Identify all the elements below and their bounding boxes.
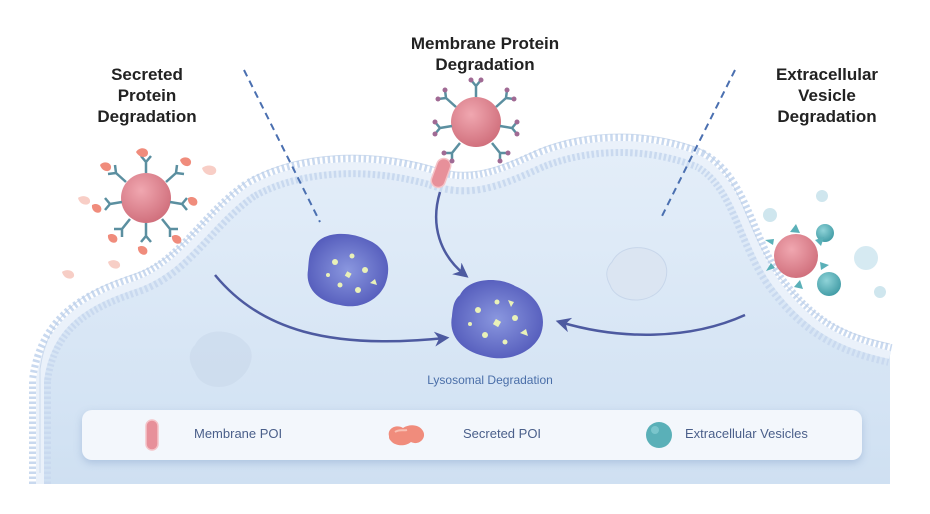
endosome: [307, 233, 389, 307]
secreted-poi-icon: [388, 425, 425, 446]
heading-vesicle-line-2: Vesicle: [798, 86, 856, 105]
heading-secreted-protein-degradation: Secreted Protein Degradation: [72, 64, 222, 127]
legend-secreted-poi: Secreted POI: [463, 426, 542, 441]
legend: Membrane POI Secreted POI Extracellular …: [82, 410, 862, 460]
arrow-membrane-to-lysosome: [435, 191, 469, 278]
extracellular-vesicle-complex: [763, 190, 886, 298]
legend-membrane-poi: Membrane POI: [194, 426, 283, 441]
secreted-protein-complex: [62, 148, 217, 279]
faded-lysosome-right: [606, 247, 668, 301]
faded-lysosome-left: [189, 331, 252, 387]
lysosomal-degradation-label: Lysosomal Degradation: [427, 373, 553, 387]
heading-vesicle-line-3: Degradation: [777, 107, 877, 126]
heading-vesicle-line-1: Extracellular: [775, 65, 879, 84]
heading-secreted-line-1: Secreted: [111, 65, 183, 84]
legend-extracellular-vesicles: Extracellular Vesicles: [685, 426, 808, 441]
heading-membrane-protein-degradation: Membrane Protein Degradation: [385, 33, 585, 75]
arrow-secreted-to-lysosome: [214, 274, 450, 347]
dashed-guide-right: [659, 69, 736, 221]
membrane-protein-complex: [432, 77, 520, 164]
extracellular-vesicle-icon: [646, 422, 672, 448]
lysosome-central: [451, 279, 543, 359]
membrane-poi-icon: [145, 419, 159, 451]
heading-membrane-line-1: Membrane Protein: [410, 34, 560, 53]
heading-membrane-line-2: Degradation: [435, 55, 535, 74]
heading-extracellular-vesicle-degradation: Extracellular Vesicle Degradation: [752, 64, 902, 127]
membrane-poi-capsule: [430, 157, 452, 189]
arrow-vesicle-to-lysosome: [555, 313, 746, 336]
heading-secreted-line-2: Protein: [117, 86, 177, 105]
dashed-guide-left: [243, 69, 321, 223]
heading-secreted-line-3: Degradation: [97, 107, 197, 126]
